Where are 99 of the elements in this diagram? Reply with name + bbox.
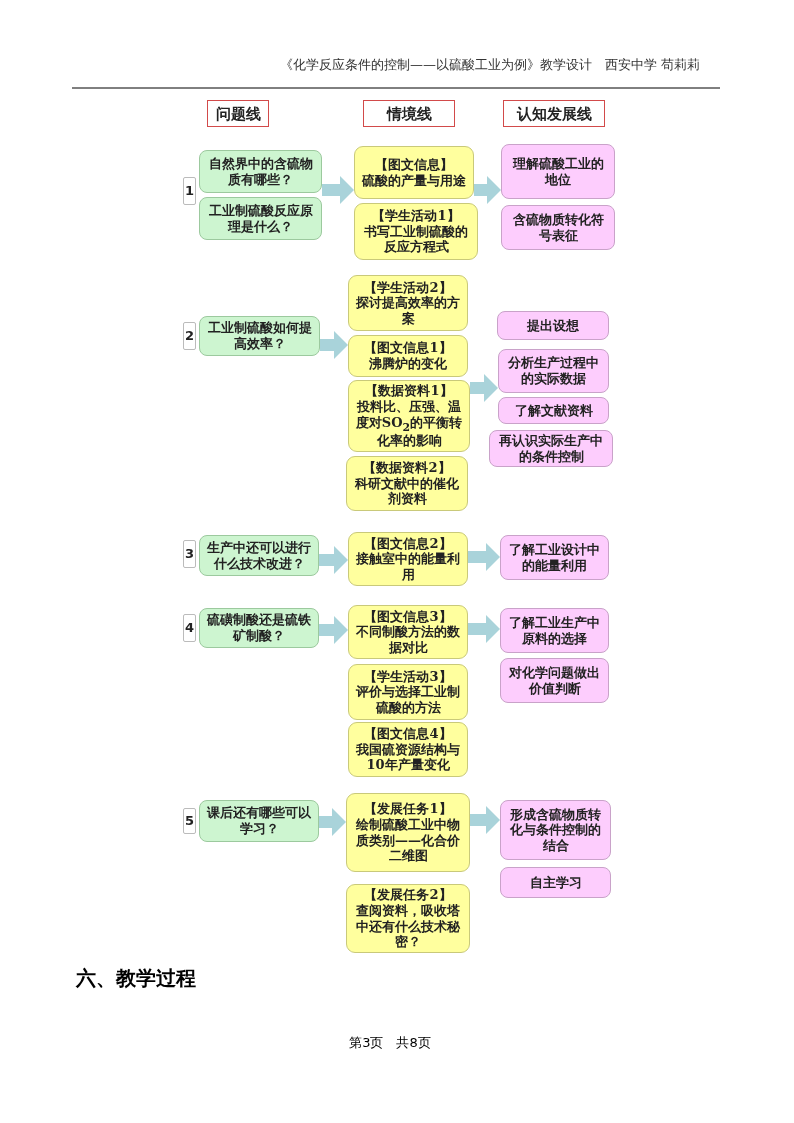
box-text: 了解工业生产中原料的选择 <box>509 614 600 647</box>
box-text: 认知发展线 <box>516 104 592 123</box>
box-text: 绘制硫酸工业中物质类别——化合价二维图 <box>355 816 461 864</box>
box-text: 工业制硫酸反应原理是什么？ <box>207 202 314 235</box>
cognition-box <box>500 867 611 898</box>
step-number: 5 <box>184 813 194 829</box>
column-header <box>503 100 605 127</box>
column-header <box>363 100 455 127</box>
step-number: 4 <box>184 620 194 636</box>
section-heading: 六、教学过程 <box>76 965 197 992</box>
cognition-box <box>500 658 609 703</box>
cognition-box <box>501 205 615 250</box>
question-box <box>199 197 322 240</box>
box-text: 分析生产过程中的实际数据 <box>507 355 600 387</box>
arrow <box>322 176 354 204</box>
step-number-tab <box>183 540 196 568</box>
box-text: 接触室中的能量利用 <box>355 551 461 583</box>
box-text: 课后还有哪些可以学习？ <box>206 805 312 837</box>
box-heading: 【图文信息1】 <box>364 340 452 356</box>
cognition-box <box>501 144 615 199</box>
cognition-box <box>498 349 609 393</box>
box-text: 情境线 <box>386 104 432 123</box>
box-text: 了解文献资料 <box>514 402 593 419</box>
box-text: 含硫物质转化符号表征 <box>511 211 605 244</box>
situation-box <box>346 456 468 511</box>
step-number-tab <box>183 808 196 834</box>
step-number: 3 <box>184 546 194 562</box>
box-text: 硫酸的产量与用途 <box>362 172 466 189</box>
step-number-tab <box>183 322 196 350</box>
situation-box <box>348 532 468 586</box>
box-heading: 【图文信息】 <box>375 156 453 173</box>
question-box <box>199 608 319 648</box>
page-number: 第3页 共8页 <box>348 1034 432 1052</box>
arrow <box>474 176 501 204</box>
box-text: 沸腾炉的变化 <box>369 356 447 372</box>
box-text: 生产中还可以进行什么技术改进？ <box>206 539 312 572</box>
box-text: 了解工业设计中的能量利用 <box>509 541 600 574</box>
arrow <box>319 616 348 644</box>
box-text: 再认识实际生产中的条件控制 <box>498 432 604 465</box>
step-number: 1 <box>184 183 194 199</box>
arrow <box>320 331 348 359</box>
situation-box <box>346 884 470 953</box>
step-number-tab <box>183 614 196 642</box>
arrow <box>319 808 346 836</box>
box-heading: 【发展任务1】 <box>364 801 452 817</box>
cognition-box <box>500 800 611 860</box>
box-heading: 【数据资料2】 <box>363 460 451 476</box>
arrow <box>470 806 500 834</box>
box-text: 科研文献中的催化剂资料 <box>354 475 460 507</box>
step-number-tab <box>183 177 196 205</box>
situation-box <box>348 380 470 452</box>
box-text: 硫磺制酸还是硫铁矿制酸？ <box>206 612 312 644</box>
box-text: 形成含硫物质转化与条件控制的结合 <box>509 806 602 854</box>
box-heading: 【图文信息3】 <box>364 608 452 624</box>
step-number: 2 <box>184 328 194 344</box>
box-text: 理解硫酸工业的地位 <box>511 155 605 188</box>
situation-box <box>348 722 468 777</box>
arrow <box>470 374 498 402</box>
situation-box <box>348 335 468 377</box>
box-text: 提出设想 <box>527 317 579 334</box>
box-heading: 【图文信息2】 <box>364 535 452 551</box>
box-text: 不同制酸方法的数据对比 <box>355 624 461 656</box>
box-heading: 【发展任务2】 <box>364 887 452 903</box>
question-box <box>199 800 319 842</box>
situation-box <box>354 146 474 199</box>
column-header <box>207 100 269 127</box>
arrow <box>468 543 500 571</box>
box-heading: 【学生活动2】 <box>364 279 452 295</box>
situation-box <box>348 664 468 720</box>
question-box <box>199 535 319 576</box>
situation-box <box>348 605 468 659</box>
box-text: 对化学问题做出价值判断 <box>509 664 600 697</box>
box-text: 查阅资料，吸收塔中还有什么技术秘密？ <box>355 902 461 950</box>
cognition-box <box>498 397 609 424</box>
box-text: 自主学习 <box>529 874 582 891</box>
box-text: 自然界中的含硫物质有哪些？ <box>207 155 314 188</box>
box-heading: 【图文信息4】 <box>364 726 452 742</box>
box-text: 我国硫资源结构与10年产量变化 <box>355 741 461 773</box>
box-heading: 【学生活动3】 <box>364 668 452 685</box>
box-heading: 【学生活动1】 <box>372 208 460 224</box>
situation-box <box>348 275 468 331</box>
box-text: 工业制硫酸如何提高效率？ <box>206 320 313 352</box>
cognition-box <box>497 311 609 340</box>
question-box <box>199 316 320 356</box>
arrow <box>468 615 500 643</box>
arrow <box>319 546 348 574</box>
question-box <box>199 150 322 193</box>
situation-box <box>346 793 470 872</box>
cognition-box <box>489 430 613 467</box>
situation-box <box>354 203 478 260</box>
box-text: 问题线 <box>215 104 261 123</box>
box-heading: 【数据资料1】 <box>365 383 453 399</box>
box-text: 书写工业制硫酸的反应方程式 <box>363 223 469 255</box>
box-text: 评价与选择工业制硫酸的方法 <box>355 684 461 716</box>
cognition-box <box>500 535 609 580</box>
cognition-box <box>500 608 609 653</box>
page-header: 《化学反应条件的控制——以硫酸工业为例》教学设计 西安中学 苟莉莉 <box>280 56 700 74</box>
box-text: 探讨提高效率的方案 <box>355 295 461 327</box>
box-text: 投料比、压强、温度对SO$_{2}$的平衡转化率的影响 <box>355 398 463 449</box>
